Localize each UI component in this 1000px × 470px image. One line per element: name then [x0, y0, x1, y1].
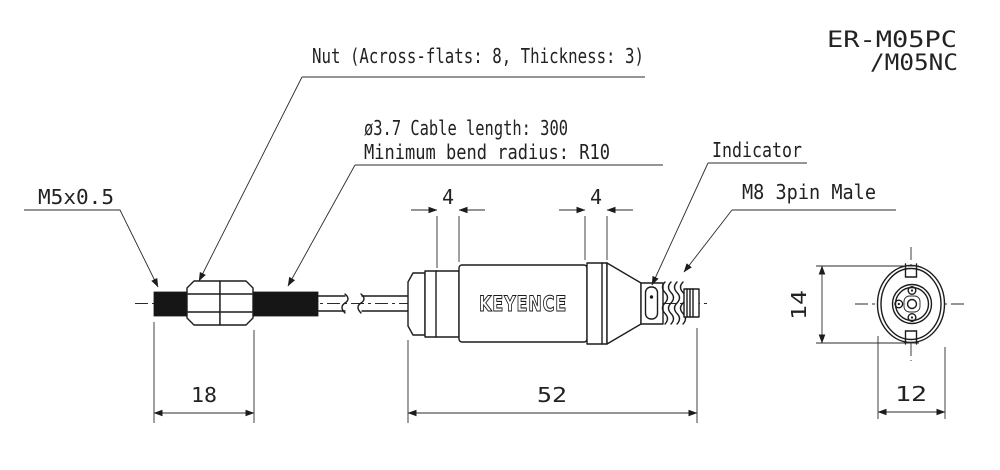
keying-notches: [904, 263, 918, 345]
callouts: M5x0.5 Nut (Across-flats: 8, Thickness: …: [24, 44, 896, 288]
model-number: ER-M05PC /M05NC: [827, 28, 958, 76]
center-insert: [903, 295, 921, 313]
cable-break-left: [341, 293, 349, 314]
leader-indicator: [651, 162, 709, 286]
taper-cone: [606, 262, 642, 345]
m5-thread-left: [153, 291, 188, 317]
dim-text: 12: [895, 382, 927, 406]
connector-recess-outer: [891, 283, 933, 325]
dim-text: 18: [191, 383, 217, 407]
dim-text: 4: [442, 185, 454, 209]
connector-outline-outer: [876, 264, 946, 344]
keyence-logo: KEYENCE: [479, 292, 567, 316]
dimensions: 4 4 18 52: [153, 185, 698, 423]
side-view: KEYENCE: [135, 262, 707, 345]
label-thread-size: M5x0.5: [38, 185, 114, 209]
dim-connector-height: 14: [787, 265, 919, 344]
connector-outline-inner: [880, 267, 942, 341]
leader-nut: [198, 76, 303, 282]
m8-thread: [661, 281, 687, 325]
dim-groove-right: 4: [559, 185, 633, 260]
connector-pins: [894, 286, 917, 323]
cable-break-right: [357, 293, 365, 314]
strain-relief: [407, 270, 460, 338]
label-bend-radius: Minimum bend radius: R10: [364, 140, 610, 164]
dim-thread-length: 18: [153, 322, 255, 423]
dim-body-length: 52: [407, 328, 698, 423]
dim-groove-left: 4: [411, 185, 485, 268]
label-connector: M8 3pin Male: [742, 180, 876, 204]
dim-text: 4: [590, 185, 602, 209]
connector-tip: [683, 288, 700, 318]
label-cable: ø3.7 Cable length: 300: [364, 116, 568, 140]
model-line-2: /M05NC: [870, 51, 958, 76]
hex-nut: [186, 280, 254, 326]
label-indicator: Indicator: [712, 138, 802, 162]
dim-text: 52: [537, 383, 567, 407]
model-line-1: ER-M05PC: [827, 28, 957, 53]
cable: [317, 293, 410, 314]
indicator-lamp: [644, 286, 659, 320]
label-nut: Nut (Across-flats: 8, Thickness: 3): [312, 44, 644, 68]
body-ring: [586, 262, 608, 345]
leader-cable: [287, 164, 356, 287]
leader-connector: [683, 209, 733, 273]
dim-text: 14: [787, 290, 811, 320]
leader-thread: [24, 209, 159, 288]
dim-connector-width: 12: [877, 336, 946, 419]
end-view: 14 12: [787, 247, 968, 419]
center-pin: [906, 298, 918, 310]
m5-thread-right: [252, 291, 319, 317]
